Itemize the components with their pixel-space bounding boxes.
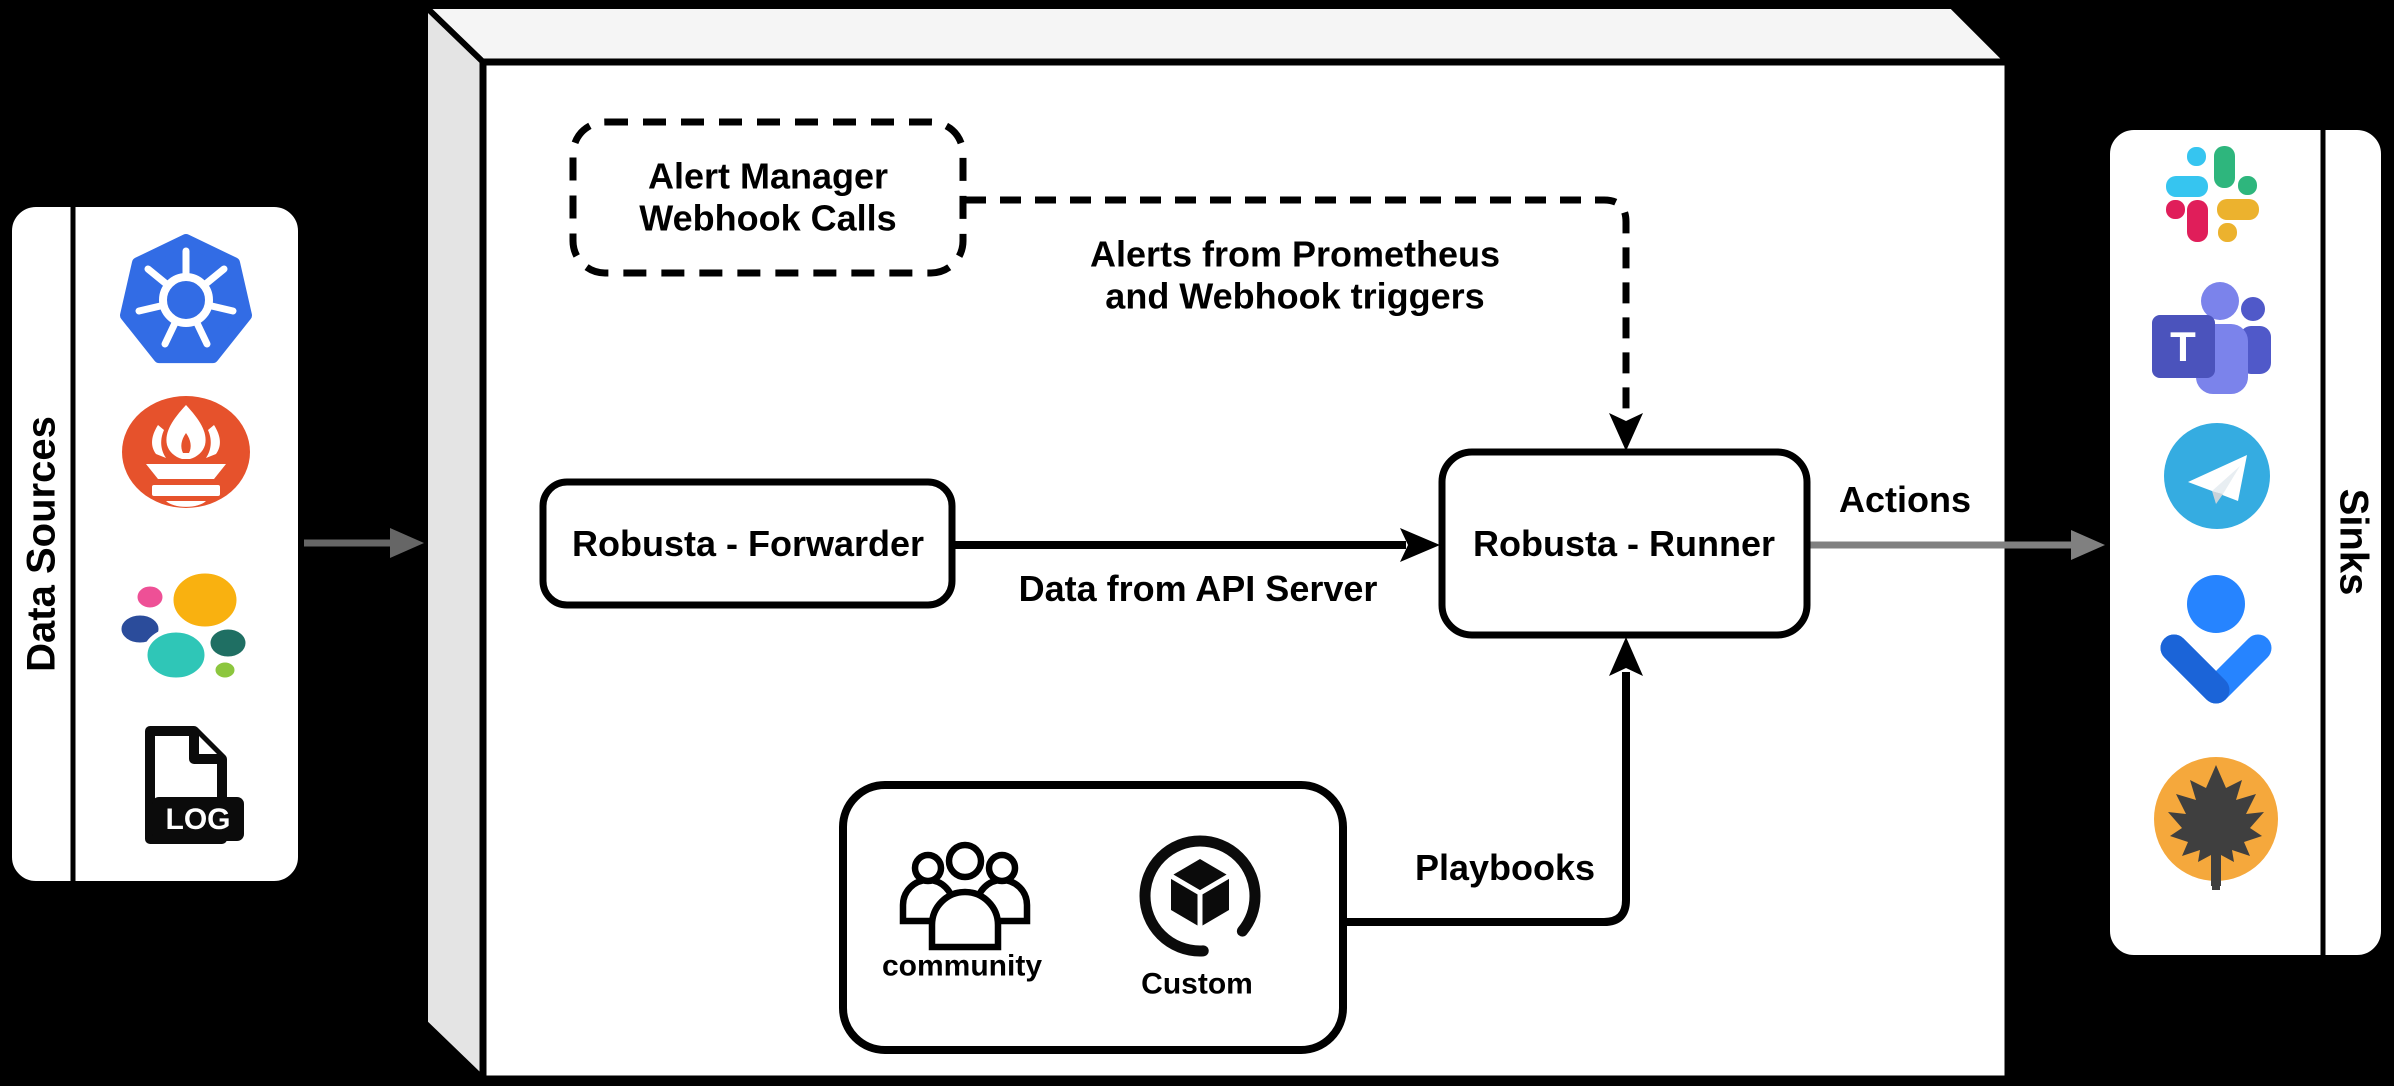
alerts-edge-label: Alerts from Prometheus and Webhook trigg… [1090,234,1500,319]
actions-edge-label: Actions [1838,478,1972,520]
custom-cube-icon [1139,835,1261,957]
alert-manager-label-line2: Webhook Calls [639,198,897,239]
edge-playbooks-to-runner [1343,637,1643,926]
microsoft-teams-icon: T [2152,282,2271,394]
edge-forwarder-to-runner [950,528,1440,562]
log-badge-text: LOG [166,803,231,836]
playbooks-edge-label: Playbooks [1414,846,1596,888]
alert-manager-label-line1: Alert Manager [647,155,889,197]
opsgenie-icon [2160,575,2272,704]
data-sources-panel-bg [8,203,302,885]
edge-runner-to-sinks [1807,530,2105,560]
community-label: community [881,949,1043,983]
edge-datasources-to-box [304,528,424,558]
forwarder-node [539,478,956,609]
data-sources-panel: LOG [8,203,302,885]
prometheus-icon [122,396,250,508]
edge-alertmanager-to-runner-dashed [965,196,1643,451]
community-people-icon [899,841,1031,951]
sinks-label: Sinks [2331,488,2376,596]
elasticsearch-icon [116,568,251,683]
oak-leaf-icon [2154,757,2278,890]
data-edge-label: Data from API Server [1018,567,1378,609]
forwarder-label: Robusta - Forwarder [571,522,925,564]
teams-letter: T [2170,323,2196,370]
runner-node [1438,448,1811,639]
container-top-face [422,3,2011,65]
log-file-icon: LOG [145,726,244,844]
sinks-panel: T [2106,126,2385,959]
alerts-edge-label-line1: Alerts from Prometheus [1089,233,1501,275]
kubernetes-icon [120,234,252,364]
alerts-edge-label-line2: and Webhook triggers [1105,276,1485,317]
slack-icon [2166,146,2259,242]
custom-label: Custom [1141,967,1253,1001]
alert-manager-label: Alert Manager Webhook Calls [639,156,896,241]
telegram-icon [2164,423,2270,529]
alert-manager-node [569,118,967,277]
data-sources-label: Data Sources [19,416,64,672]
container-side-face [422,3,486,1082]
runner-label: Robusta - Runner [1473,522,1775,564]
